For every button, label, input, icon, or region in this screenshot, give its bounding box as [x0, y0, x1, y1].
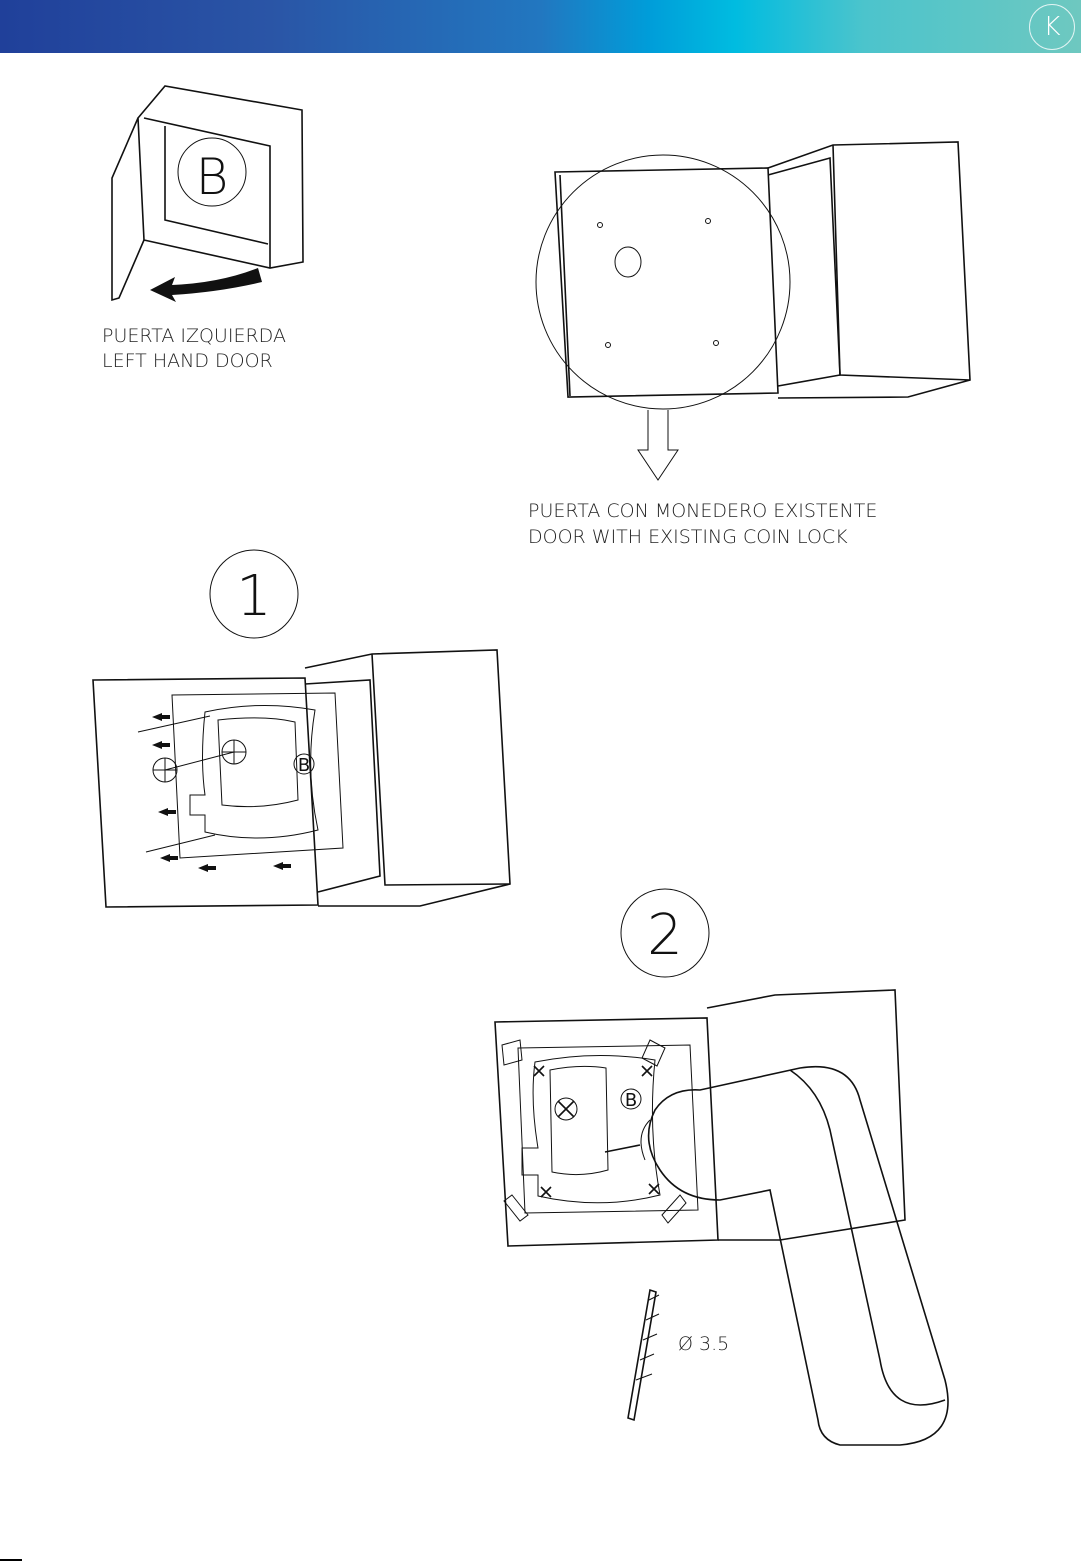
footer-mark: [0, 1559, 22, 1561]
step-number: 1: [236, 564, 272, 629]
existing-coin-lock-figure: PUERTA CON MONEDERO EXISTENTE DOOR WITH …: [528, 141, 971, 548]
label-es: PUERTA CON MONEDERO EXISTENTE: [528, 500, 877, 522]
drill-bit-icon: [627, 1288, 657, 1422]
step-2-figure: 2 B Ø 3.5: [494, 888, 949, 1446]
marker-b: B: [196, 148, 229, 206]
step-1-figure: 1 B: [92, 549, 511, 908]
label-en: DOOR WITH EXISTING COIN LOCK: [528, 526, 848, 548]
brand-logo: K: [1029, 4, 1075, 50]
label-es: PUERTA IZQUIERDA: [102, 325, 286, 347]
label-en: LEFT HAND DOOR: [102, 350, 273, 372]
marker-b: B: [625, 1090, 637, 1111]
arrow-icon: [150, 268, 262, 302]
left-door-cabinet-figure: B PUERTA IZQUIERDA LEFT HAND DOOR: [102, 85, 304, 372]
marker-b: B: [298, 755, 310, 776]
down-arrow-icon: [637, 410, 679, 481]
arrow-icons: [152, 713, 291, 872]
drill-size-label: Ø 3.5: [678, 1333, 729, 1355]
drill-icon: [647, 1065, 949, 1446]
header-banner: K: [0, 0, 1081, 53]
step-number: 2: [647, 903, 683, 968]
